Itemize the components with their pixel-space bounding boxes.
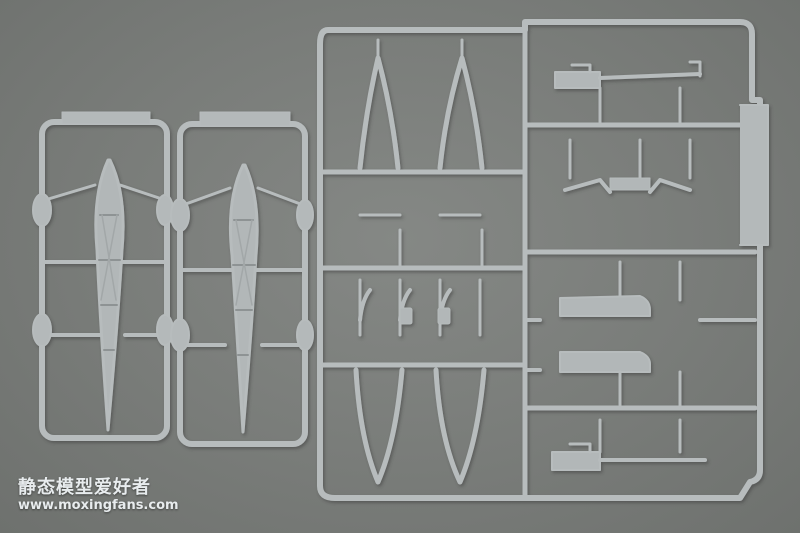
large-sprue-frame: [317, 19, 769, 501]
left-sprue-frame: [32, 111, 174, 441]
watermark-title: 静态模型爱好者: [18, 477, 151, 498]
watermark-url: www.moxingfans.com: [18, 498, 179, 513]
watermark: 静态模型爱好者 www.moxingfans.com: [18, 477, 179, 514]
middle-sprue-frame: [170, 111, 314, 447]
